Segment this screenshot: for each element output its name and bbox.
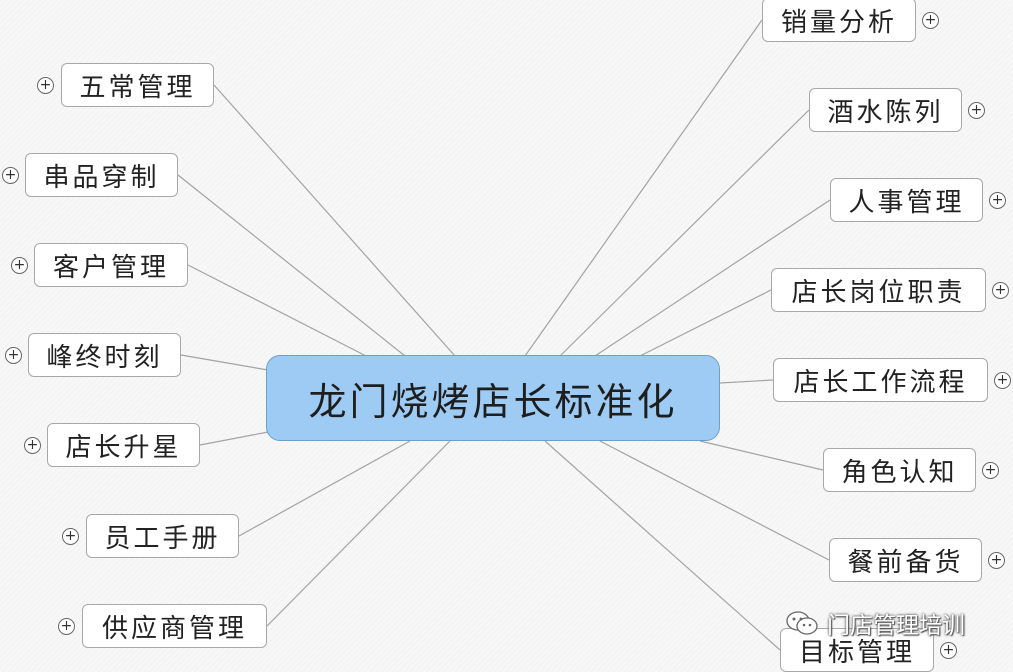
topic-label: 供应商管理 <box>101 613 247 644</box>
connector-beihuo <box>599 440 830 561</box>
topic-label: 五常管理 <box>79 72 196 103</box>
connector-renshi <box>594 199 831 357</box>
topic-mubiao[interactable]: 目标管理 <box>780 628 934 672</box>
topic-label: 峰终时刻 <box>46 342 163 373</box>
expand-plus-icon[interactable]: + <box>982 462 999 479</box>
expand-plus-icon[interactable]: + <box>2 167 19 184</box>
connector-mubiao <box>544 440 781 651</box>
expand-plus-icon[interactable]: + <box>989 192 1006 209</box>
topic-jiushui[interactable]: 酒水陈列 <box>809 88 962 132</box>
topic-beihuo[interactable]: 餐前备货 <box>829 538 982 582</box>
topic-wuchang[interactable]: 五常管理 <box>61 63 214 107</box>
expand-plus-icon[interactable]: + <box>992 282 1009 299</box>
topic-label: 餐前备货 <box>847 547 964 578</box>
topic-label: 员工手册 <box>104 523 221 554</box>
expand-plus-icon[interactable]: + <box>24 437 41 454</box>
watermark-text: 门店管理培训 <box>827 613 965 639</box>
expand-plus-icon[interactable]: + <box>940 642 957 659</box>
connector-kehu <box>187 264 371 359</box>
connector-juese <box>699 440 824 471</box>
expand-plus-icon[interactable]: + <box>922 12 939 29</box>
expand-plus-icon[interactable]: + <box>37 77 54 94</box>
expand-plus-icon[interactable]: + <box>5 347 22 364</box>
topic-kehu[interactable]: 客户管理 <box>34 243 188 287</box>
topic-renshi[interactable]: 人事管理 <box>830 178 983 222</box>
connector-jiushui <box>559 109 810 357</box>
topic-label: 酒水陈列 <box>827 97 944 128</box>
expand-plus-icon[interactable]: + <box>62 528 79 545</box>
topic-gangwei[interactable]: 店长岗位职责 <box>771 268 986 312</box>
topic-label: 串品穿制 <box>43 162 160 193</box>
topic-label: 店长岗位职责 <box>791 277 966 308</box>
topic-shengxing[interactable]: 店长升星 <box>47 423 200 467</box>
topic-label: 店长工作流程 <box>793 367 968 398</box>
topic-chuanpin[interactable]: 串品穿制 <box>25 153 178 197</box>
connector-shengxing <box>199 431 269 446</box>
expand-plus-icon[interactable]: + <box>968 102 985 119</box>
root-topic-label: 龙门烧烤店长标准化 <box>308 379 678 424</box>
expand-plus-icon[interactable]: + <box>988 552 1005 569</box>
wechat-icon <box>786 611 818 635</box>
topic-liucheng[interactable]: 店长工作流程 <box>773 358 988 402</box>
connector-chuanpin <box>177 174 406 357</box>
root-topic[interactable]: 龙门烧烤店长标准化 <box>266 355 720 441</box>
expand-plus-icon[interactable]: + <box>994 372 1011 389</box>
topic-xiaoliang[interactable]: 销量分析 <box>762 0 916 42</box>
topic-label: 目标管理 <box>798 637 915 668</box>
connector-wuchang <box>213 84 456 357</box>
expand-plus-icon[interactable]: + <box>58 618 75 635</box>
watermark: 门店管理培训 <box>785 608 965 639</box>
connector-xiaoliang <box>524 19 763 357</box>
topic-juese[interactable]: 角色认知 <box>823 448 976 492</box>
topic-gongying[interactable]: 供应商管理 <box>82 604 267 648</box>
expand-plus-icon[interactable]: + <box>11 257 28 274</box>
topic-shouce[interactable]: 员工手册 <box>86 514 239 558</box>
topic-label: 客户管理 <box>52 252 169 283</box>
connector-liucheng <box>719 379 774 384</box>
connector-fengzhong <box>180 354 269 371</box>
topic-label: 人事管理 <box>848 187 965 218</box>
connector-gangwei <box>639 289 772 357</box>
connector-gongying <box>266 440 451 627</box>
topic-fengzhong[interactable]: 峰终时刻 <box>28 333 181 377</box>
topic-label: 销量分析 <box>780 7 897 38</box>
connector-shouce <box>238 440 411 537</box>
topic-label: 角色认知 <box>841 457 958 488</box>
topic-label: 店长升星 <box>65 432 182 463</box>
